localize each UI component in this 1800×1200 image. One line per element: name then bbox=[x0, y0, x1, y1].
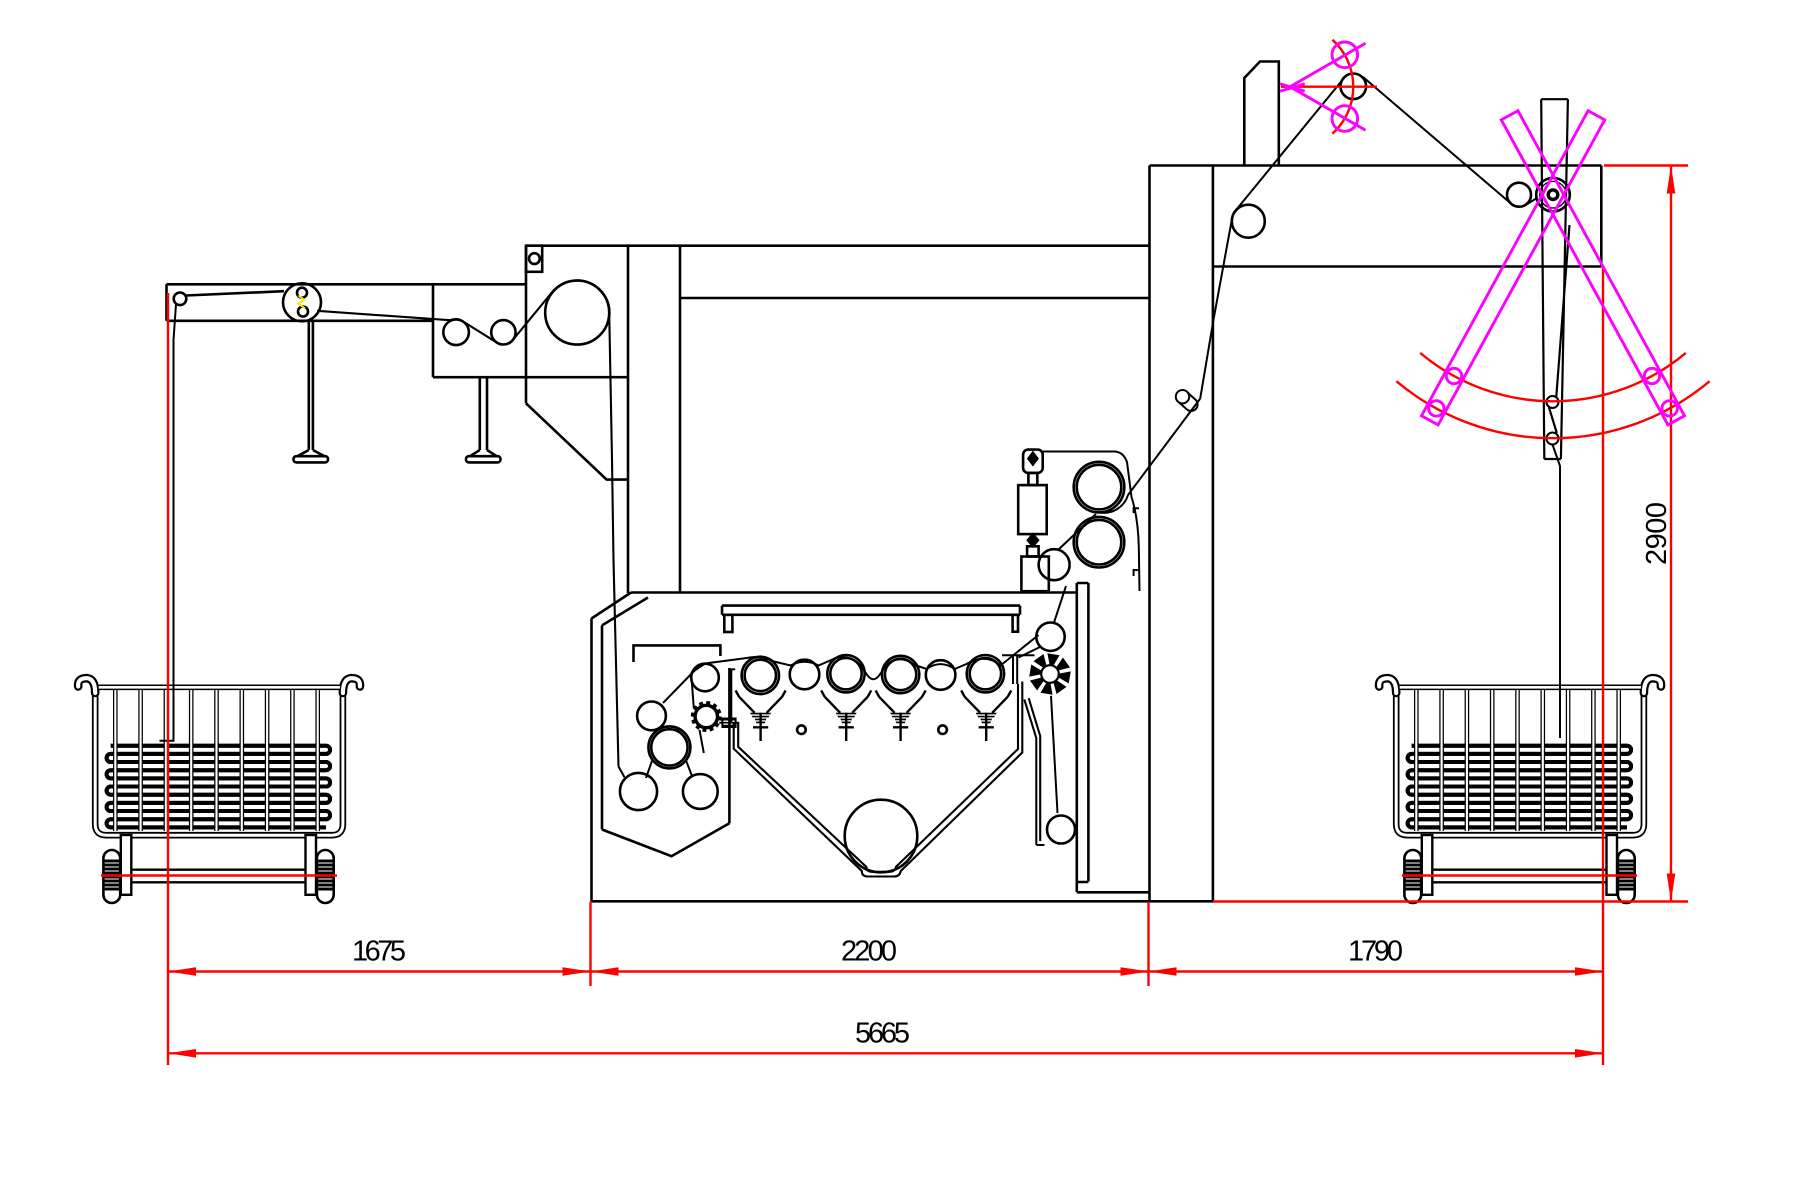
svg-text:1790: 1790 bbox=[1348, 936, 1403, 968]
svg-text:2900: 2900 bbox=[1641, 502, 1673, 565]
svg-text:5665: 5665 bbox=[855, 1018, 910, 1050]
svg-text:2200: 2200 bbox=[841, 936, 897, 968]
svg-text:1675: 1675 bbox=[352, 936, 406, 968]
